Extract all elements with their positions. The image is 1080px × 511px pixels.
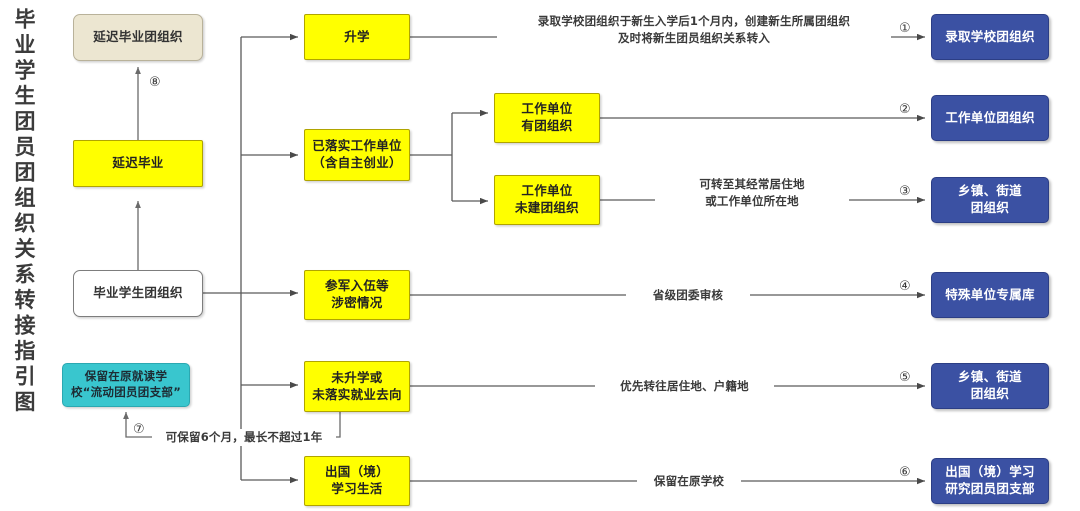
node-unit-no-league-org[interactable]: 工作单位 未建团组织 — [494, 175, 600, 225]
target-special-unit-repository[interactable]: 特殊单位专属库 — [931, 272, 1049, 318]
edge-label-5: 优先转往居住地、户籍地 — [595, 378, 774, 395]
edge-label-4: 省级团委审核 — [626, 287, 750, 304]
target-township-street-org-1[interactable]: 乡镇、街道 团组织 — [931, 177, 1049, 223]
node-unit-has-league-org[interactable]: 工作单位 有团组织 — [494, 93, 600, 143]
node-employed[interactable]: 已落实工作单位 （含自主创业） — [304, 129, 410, 181]
marker-5: ⑤ — [899, 370, 911, 385]
node-military-service[interactable]: 参军入伍等 涉密情况 — [304, 270, 410, 320]
marker-1: ① — [899, 21, 911, 36]
node-not-employed[interactable]: 未升学或 未落实就业去向 — [304, 361, 410, 412]
node-delayed-graduation-org[interactable]: 延迟毕业团组织 — [73, 14, 203, 61]
marker-6: ⑥ — [899, 465, 911, 480]
node-further-study[interactable]: 升学 — [304, 14, 410, 60]
target-abroad-league-branch[interactable]: 出国（境）学习 研究团员团支部 — [931, 458, 1049, 504]
marker-2: ② — [899, 102, 911, 117]
node-study-abroad[interactable]: 出国（境） 学习生活 — [304, 456, 410, 506]
page-title: 毕业学生团员团组织关系转接指引图 — [12, 8, 36, 416]
edge-label-3: 可转至其经常居住地 或工作单位所在地 — [655, 176, 849, 210]
target-township-street-org-2[interactable]: 乡镇、街道 团组织 — [931, 363, 1049, 409]
target-admitting-school-org[interactable]: 录取学校团组织 — [931, 14, 1049, 60]
target-work-unit-org[interactable]: 工作单位团组织 — [931, 95, 1049, 141]
marker-7: ⑦ — [133, 422, 145, 437]
edge-label-1: 录取学校团组织于新生入学后1个月内，创建新生所属团组织 及时将新生团员组织关系转… — [497, 13, 891, 47]
marker-4: ④ — [899, 279, 911, 294]
marker-8: ⑧ — [149, 75, 161, 90]
node-delayed-graduation[interactable]: 延迟毕业 — [73, 140, 203, 187]
edge-label-6: 保留在原学校 — [637, 473, 741, 490]
node-keep-in-original-school[interactable]: 保留在原就读学 校“流动团员团支部” — [62, 363, 190, 407]
marker-3: ③ — [899, 184, 911, 199]
node-graduate-student-org[interactable]: 毕业学生团组织 — [73, 270, 203, 317]
edge-label-7: 可保留6个月，最长不超过1年 — [152, 429, 336, 446]
